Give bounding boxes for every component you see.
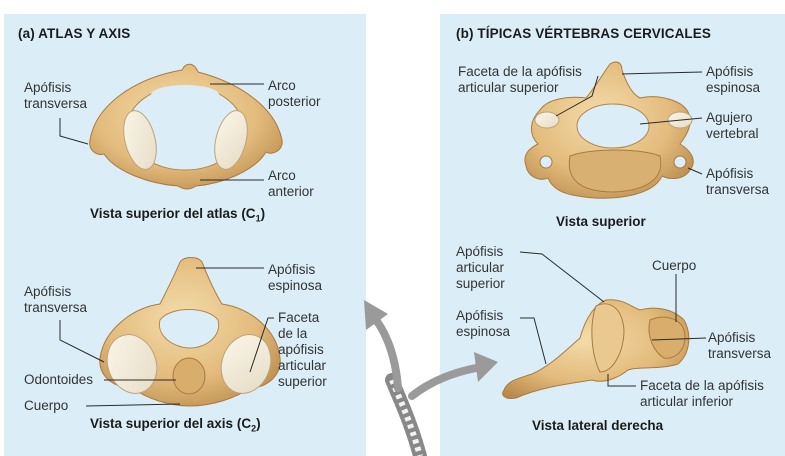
- axis-label-odontoides: Odontoides: [24, 372, 93, 388]
- lat-label-cuerpo: Cuerpo: [652, 258, 696, 274]
- atlas-label-arco-anterior: Arco anterior: [268, 168, 314, 200]
- sup-label-faceta-superior: Faceta de la apófisis articular superior: [458, 64, 582, 96]
- panel-b-title: (b) TÍPICAS VÉRTEBRAS CERVICALES: [456, 26, 711, 41]
- lat-caption: Vista lateral derecha: [532, 418, 663, 433]
- sup-label-agujero-vertebral: Agujero vertebral: [706, 110, 759, 142]
- atlas-label-arco-posterior: Arco posterior: [268, 78, 321, 110]
- axis-label-apofisis-transversa: Apófisis transversa: [24, 284, 87, 316]
- axis-caption: Vista superior del axis (C2): [90, 416, 261, 434]
- axis-label-cuerpo: Cuerpo: [24, 398, 68, 414]
- axis-label-apofisis-espinosa: Apófisis espinosa: [268, 262, 322, 294]
- lat-label-apofisis-transversa: Apófisis transversa: [708, 330, 771, 362]
- atlas-bone: [90, 64, 283, 189]
- panel-a-title: (a) ATLAS Y AXIS: [18, 26, 130, 41]
- lat-label-apofisis-articular-superior: Apófisis articular superior: [456, 244, 505, 292]
- sup-label-apofisis-transversa: Apófisis transversa: [706, 166, 769, 198]
- arrow-to-axis-icon: [364, 300, 398, 388]
- atlas-label-apofisis-transversa: Apófisis transversa: [24, 80, 87, 112]
- lat-label-apofisis-espinosa: Apófisis espinosa: [456, 308, 510, 340]
- sup-label-apofisis-espinosa: Apófisis espinosa: [706, 64, 760, 96]
- lat-label-faceta-inferior: Faceta de la apófisis articular inferior: [640, 378, 764, 410]
- axis-bone: [99, 258, 280, 407]
- atlas-caption: Vista superior del atlas (C1): [90, 206, 265, 224]
- arrow-to-cervical-icon: [412, 352, 498, 396]
- sup-caption: Vista superior: [556, 214, 646, 229]
- axis-label-faceta: Faceta de la apófisis articular superior: [278, 310, 327, 390]
